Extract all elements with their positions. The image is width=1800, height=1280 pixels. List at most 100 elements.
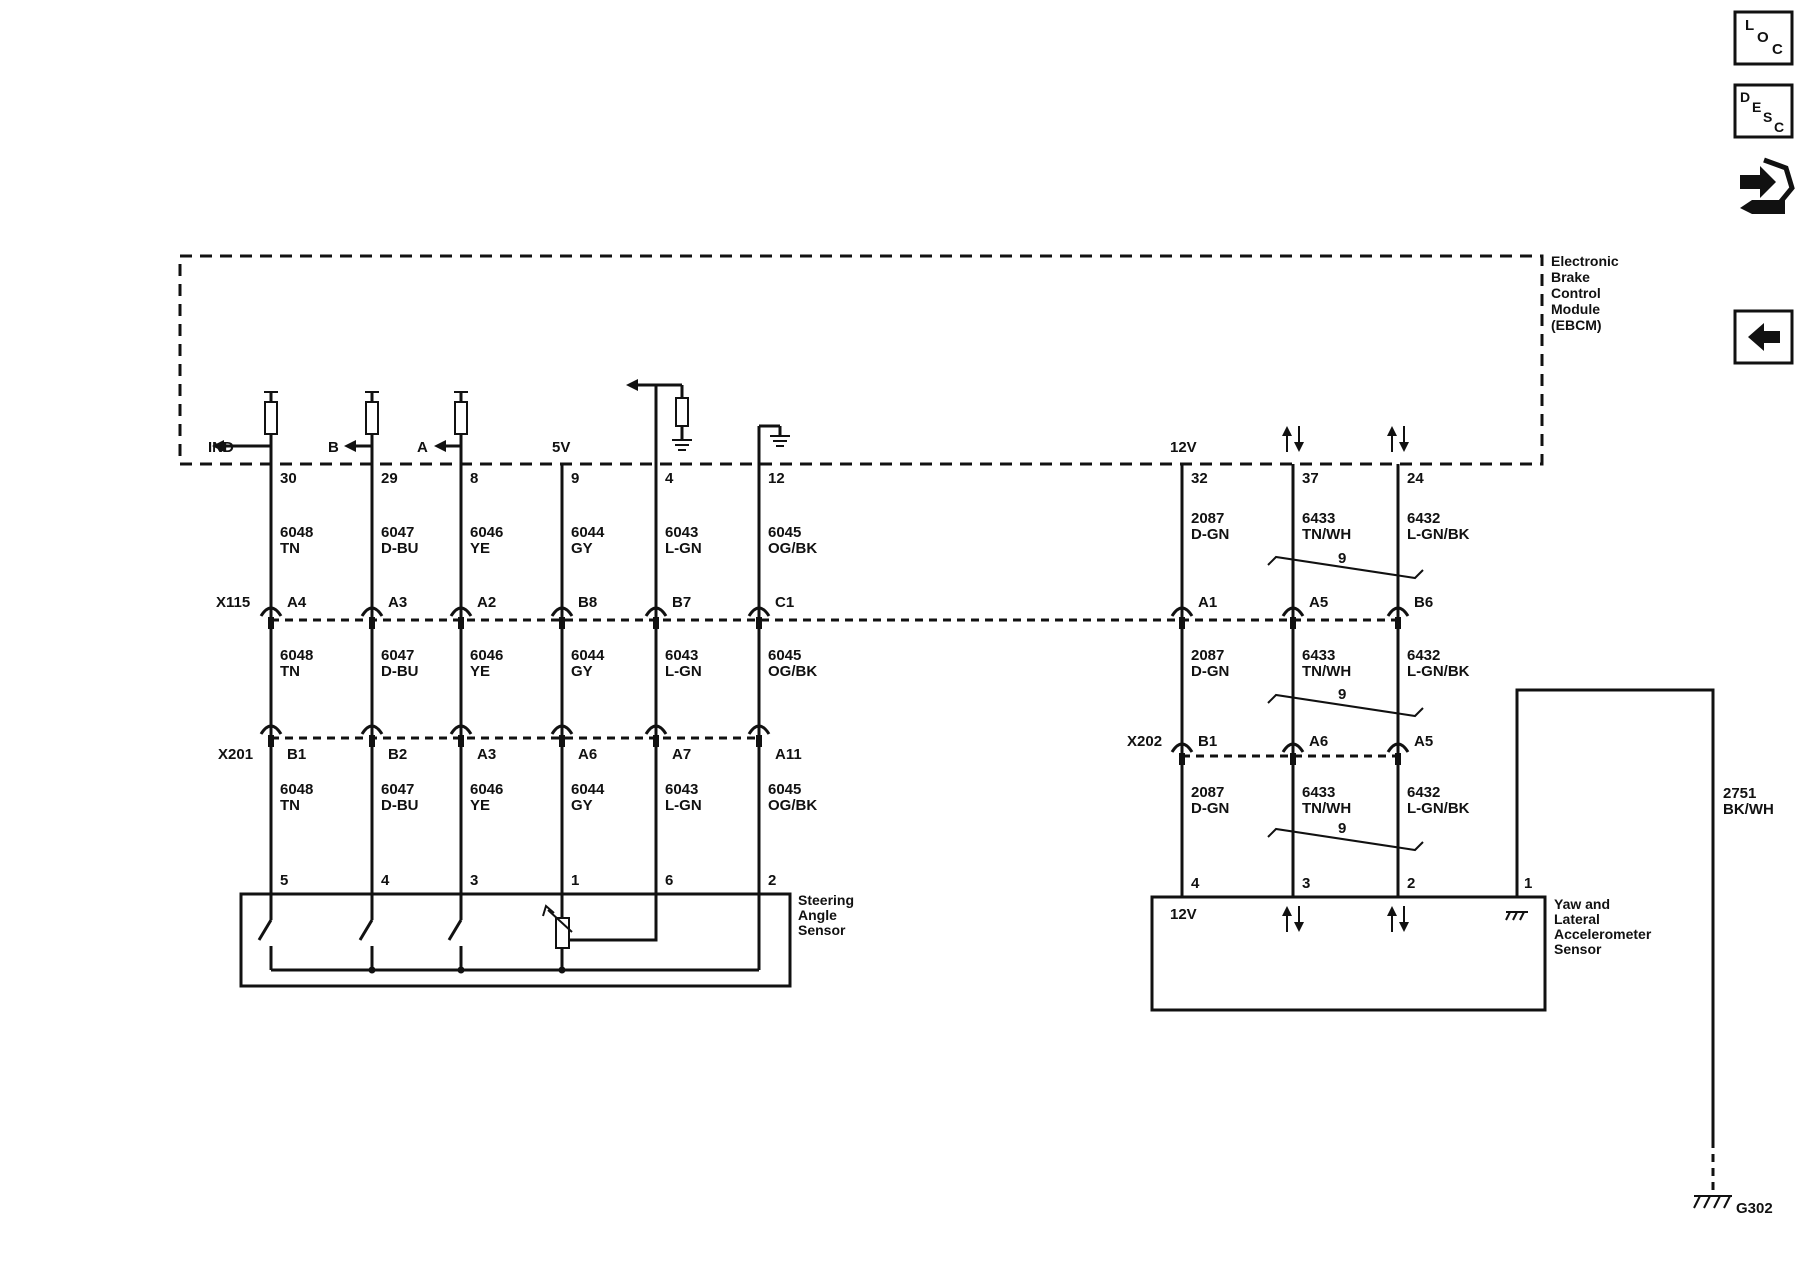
loc-button[interactable]: L O C [1733,10,1794,66]
steering-sensor-internals [257,894,761,974]
x115-A1-cup [1170,606,1194,617]
steering-sensor-pin-2: 2 [768,872,776,889]
bidirectional-arrow-37 [1282,426,1304,452]
x201-B1-pin [268,735,274,747]
x202-A6-cup [1281,742,1305,753]
wire-color-6433-b: TN/WH [1302,663,1351,680]
x115-B8-cup [550,606,574,617]
svg-text:Accelerometer: Accelerometer [1554,926,1652,942]
yaw-sensor-pin-4: 4 [1191,875,1200,892]
ebcm-yaw-internals: 12V [1170,426,1409,456]
svg-text:L: L [1745,17,1754,34]
connector-x115-label: X115 [216,594,250,611]
ebcm-pin-30: 30 [280,470,297,487]
steering-sensor-pin-6: 6 [665,872,673,889]
x115-pin-A1: A1 [1198,594,1217,611]
wire-color-6043-b: L-GN [665,663,702,680]
wire-circuit-6045: 6045 [768,524,801,541]
wire-color-6047: D-BU [381,540,419,557]
x201-A6-pin [559,735,565,747]
yaw-sensor-pin-2: 2 [1407,875,1415,892]
x115-A5-pin [1290,617,1296,629]
wire-circuit-6047-c: 6047 [381,781,414,798]
wire-circuit-6043-b: 6043 [665,647,698,664]
svg-text:Module: Module [1551,301,1600,317]
svg-text:Brake: Brake [1551,269,1590,285]
wire-circuit-6043: 6043 [665,524,698,541]
wire-circuit-6047-b: 6047 [381,647,414,664]
ebcm-module-boundary [178,254,1544,466]
desc-button[interactable]: D E S C [1733,83,1794,139]
wire-circuit-6044: 6044 [571,524,605,541]
steering-angle-sensor-label: Steering Angle Sensor [798,892,854,938]
ground-wire-2751: 2751 BK/WH G302 1 [1515,688,1774,1217]
yaw-sensor-box [1150,895,1547,1012]
wire-circuit-6433-c: 6433 [1302,784,1335,801]
wire-circuit-6048-b: 6048 [280,647,313,664]
component-connector-button[interactable] [1740,157,1795,214]
wire-color-6045-c: OG/BK [768,797,817,814]
x201-B2-cup [360,724,384,735]
x202-A6-pin [1290,753,1296,765]
x115-B6-pin [1395,617,1401,629]
svg-text:Electronic: Electronic [1551,253,1619,269]
x201-A7-pin [653,735,659,747]
ebcm-pin-4: 4 [665,470,674,487]
x115-pin-A5: A5 [1309,594,1328,611]
wire-color-6432: L-GN/BK [1407,526,1470,543]
ebcm-pin-12: 12 [768,470,785,487]
twist-count-3: 9 [1338,820,1346,837]
twist-count-1: 9 [1338,550,1346,567]
x201-pin-A6: A6 [578,746,597,763]
steering-sensor-pin-3: 3 [470,872,478,889]
x115-B7-pin [653,617,659,629]
pin4-signal-pulldown [626,379,692,464]
ebcm-label: Electronic Brake Control Module (EBCM) [1551,253,1619,333]
ebcm-pin-8: 8 [470,470,478,487]
x201-pin-B1: B1 [287,746,306,763]
x115-A3-pin [369,617,375,629]
wire-color-6044: GY [571,540,593,557]
wire-color-6044-b: GY [571,663,593,680]
x115-A2-pin [458,617,464,629]
wire-circuit-6432-b: 6432 [1407,647,1440,664]
twisted-pair-markers: 9 9 9 [1267,550,1424,852]
x115-C1-pin [756,617,762,629]
connector-x201-label: X201 [218,746,253,763]
x115-A4-pin [268,617,274,629]
svg-text:C: C [1774,119,1784,135]
wire-circuit-2087-c: 2087 [1191,784,1224,801]
wire-2751-circuit: 2751 [1723,785,1756,802]
steering-sensor-pin-5: 5 [280,872,288,889]
yaw-sensor-pin-3: 3 [1302,875,1310,892]
steering-sensor-pin-1: 1 [571,872,579,889]
connector-x202-label: X202 [1127,733,1162,750]
wire-color-6048-b: TN [280,663,300,680]
wire-color-6044-c: GY [571,797,593,814]
x201-pin-B2: B2 [388,746,407,763]
x201-A11-pin [756,735,762,747]
wire-color-6433-c: TN/WH [1302,800,1351,817]
wire-circuit-6048-c: 6048 [280,781,313,798]
wire-circuit-6432: 6432 [1407,510,1440,527]
ground-g302-label: G302 [1736,1200,1773,1217]
wire-color-6043: L-GN [665,540,702,557]
x115-B6-cup [1386,606,1410,617]
x115-B7-cup [644,606,668,617]
x202-pin-A5: A5 [1414,733,1433,750]
x115-A3-cup [360,606,384,617]
yaw-sensor-internals: 12V [1170,906,1528,932]
wire-circuit-6044-c: 6044 [571,781,605,798]
x115-pin-B7: B7 [672,594,691,611]
wire-circuit-6045-c: 6045 [768,781,801,798]
wire-color-6048-c: TN [280,797,300,814]
wire-color-6046: YE [470,540,490,557]
wire-color-6047-b: D-BU [381,663,419,680]
wire-color-6048: TN [280,540,300,557]
x201-A11-cup [747,724,771,735]
x201-A3-cup [449,724,473,735]
back-button[interactable] [1733,309,1794,365]
pullup-resistor-30 [212,391,278,464]
wire-color-6043-c: L-GN [665,797,702,814]
